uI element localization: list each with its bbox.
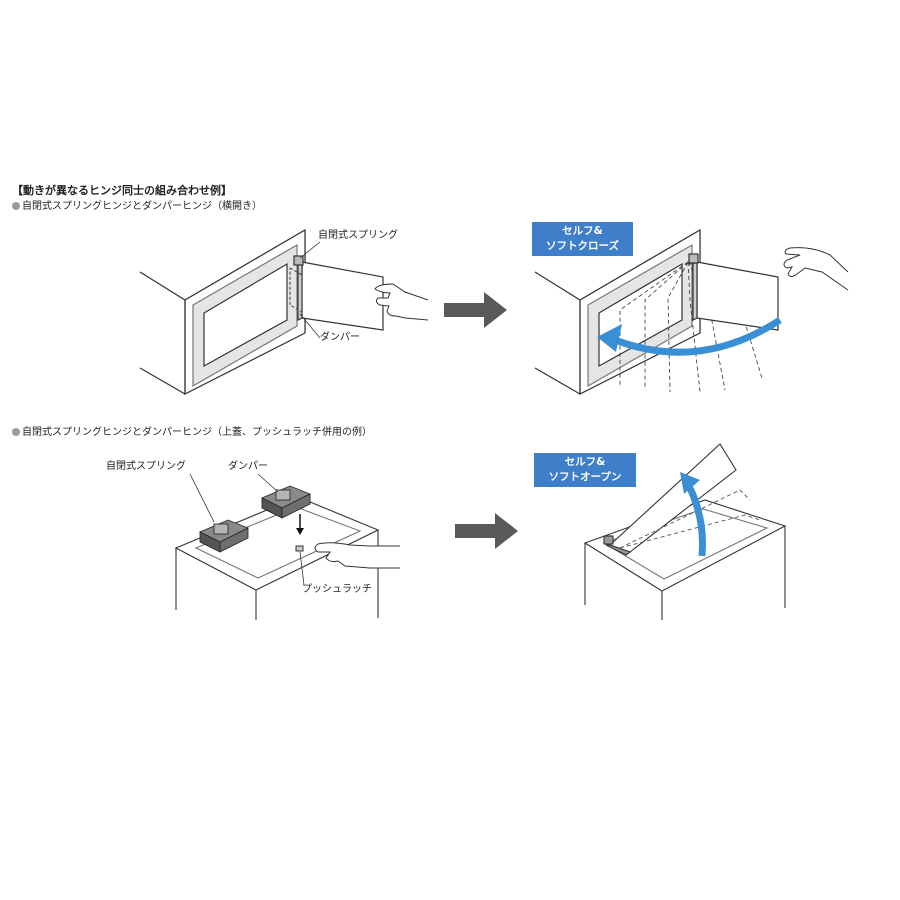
bullet-dot-icon xyxy=(12,428,20,436)
damper-hinge-part xyxy=(261,485,311,519)
arrow-right-icon xyxy=(455,513,518,549)
label-damper-1: ダンパー xyxy=(320,332,360,343)
hand-icon xyxy=(295,542,400,569)
leader-line-latch xyxy=(299,551,305,586)
box-top-lid-before xyxy=(174,496,380,620)
leader-line-spring xyxy=(189,473,215,523)
spring-hinge-part xyxy=(199,519,249,553)
leader-line-spring xyxy=(299,241,321,259)
label-spring-2: 自閉式スプリング xyxy=(106,461,186,472)
section1-subtitle: 自閉式スプリングヒンジとダンパーヒンジ（横開き） xyxy=(12,202,262,212)
box-top-lid-after xyxy=(583,443,787,620)
section2-subtitle: 自閉式スプリングヒンジとダンパーヒンジ（上蓋、プッシュラッチ併用の例） xyxy=(12,428,372,438)
curved-arrow-icon xyxy=(597,317,782,356)
arrow-right-icon xyxy=(444,292,507,328)
badge-self-soft-close: セルフ& ソフトクローズ xyxy=(532,222,633,256)
label-damper-2: ダンパー xyxy=(228,461,268,472)
cabinet-side-open-after xyxy=(534,228,779,395)
label-spring-1: 自閉式スプリング xyxy=(318,230,398,241)
bullet-dot-icon xyxy=(12,202,20,210)
leader-line-damper xyxy=(299,313,321,339)
leader-line-damper xyxy=(257,473,279,493)
hand-icon xyxy=(783,247,849,291)
diagram-heading: 【動きが異なるヒンジ同士の組み合わせ例】 xyxy=(12,184,232,197)
badge-self-soft-open: セルフ& ソフトオープン xyxy=(534,453,636,487)
cabinet-side-open-before xyxy=(139,228,384,395)
hand-icon xyxy=(374,283,429,321)
up-arrow-icon xyxy=(680,472,706,557)
down-arrow-icon xyxy=(296,514,304,535)
label-push-latch: プッシュラッチ xyxy=(302,584,372,595)
